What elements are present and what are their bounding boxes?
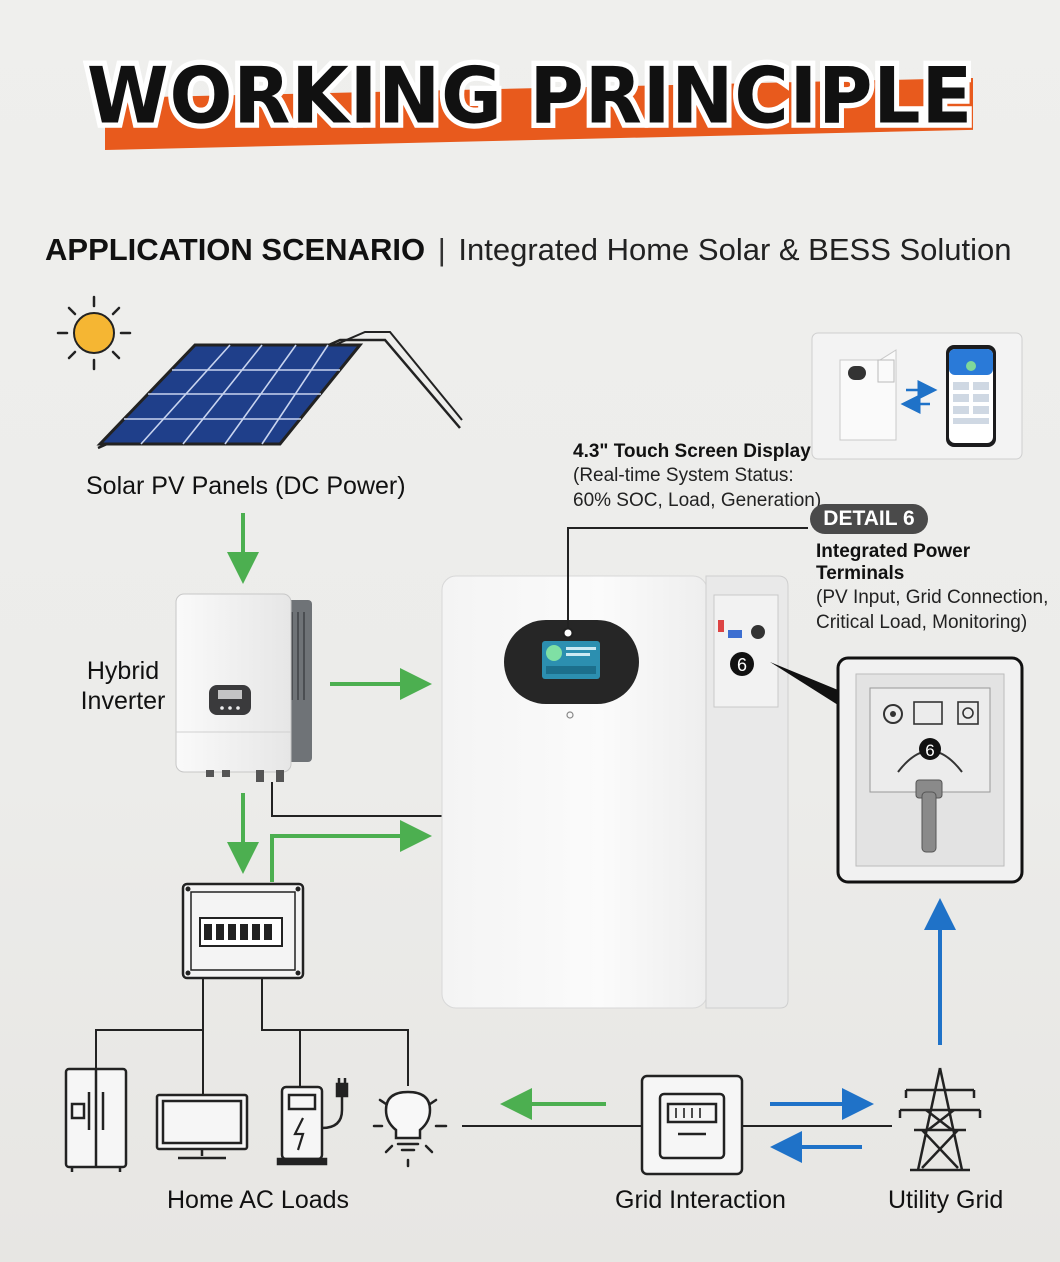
label-inverter-line2: Inverter xyxy=(80,687,166,715)
label-solar: Solar PV Panels (DC Power) xyxy=(86,472,406,500)
bulb-icon xyxy=(372,1090,448,1168)
label-home-loads: Home AC Loads xyxy=(167,1186,350,1214)
display-callout-line xyxy=(562,527,808,639)
pylon-icon xyxy=(898,1067,982,1172)
display-callout-title: 4.3" Touch Screen Display xyxy=(573,441,811,462)
cable-inverter-battery xyxy=(271,782,442,817)
detail-callout-line1: (PV Input, Grid Connection, xyxy=(816,587,1049,608)
marker-6-zoom-text: 6 xyxy=(925,741,934,760)
flow-arrows-green xyxy=(227,513,606,1120)
display-callout-line1: (Real-time System Status: xyxy=(573,465,794,486)
subtitle: APPLICATION SCENARIO | Integrated Home S… xyxy=(45,228,1012,272)
flow-arrows-blue xyxy=(770,898,956,1163)
breaker-panel-icon xyxy=(181,882,305,980)
marker-6-battery: 6 xyxy=(730,652,754,676)
solar-panel-icon xyxy=(96,331,463,450)
label-inverter-line1: Hybrid xyxy=(86,657,160,685)
detail-callout-line2: Critical Load, Monitoring) xyxy=(816,612,1028,633)
sun-icon xyxy=(56,295,132,371)
marker-6-text: 6 xyxy=(737,655,747,675)
ev-charger-icon xyxy=(276,1078,349,1166)
page-title: WORKING PRINCIPLE xyxy=(82,46,977,147)
load-wiring xyxy=(95,978,892,1127)
detail-badge: DETAIL 6 xyxy=(810,504,928,534)
inverter-icon xyxy=(175,593,312,782)
label-grid-interaction: Grid Interaction xyxy=(615,1186,786,1214)
display-callout: 4.3" Touch Screen Display (Real-time Sys… xyxy=(573,441,821,513)
display-callout-line2: 60% SOC, Load, Generation) xyxy=(573,490,822,511)
label-utility-grid: Utility Grid xyxy=(888,1186,1004,1214)
detail-zoom-box: 6 xyxy=(836,656,1024,884)
subtitle-text: Integrated Home Solar & BESS Solution xyxy=(458,232,1012,267)
detail-callout-title: Integrated Power Terminals xyxy=(816,541,971,584)
subtitle-separator: | xyxy=(437,232,446,267)
meter-icon xyxy=(640,1074,744,1176)
battery-unit-icon xyxy=(441,575,789,1009)
subtitle-bold: APPLICATION SCENARIO xyxy=(45,232,426,267)
fridge-icon xyxy=(64,1067,128,1172)
zoom-wedge xyxy=(770,662,838,705)
phone-app-icon xyxy=(811,332,1023,460)
tv-icon xyxy=(155,1093,249,1160)
detail-callout: Integrated Power Terminals (PV Input, Gr… xyxy=(816,541,1060,635)
label-inverter: Hybrid Inverter xyxy=(70,656,176,716)
